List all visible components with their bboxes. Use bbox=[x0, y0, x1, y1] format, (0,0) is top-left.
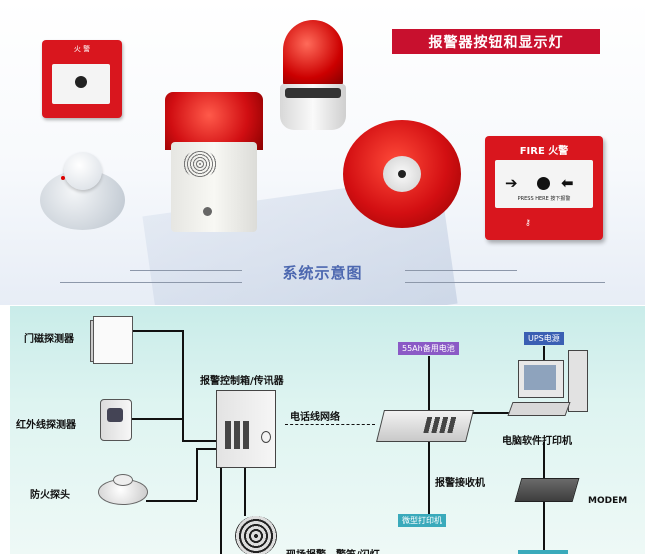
infrared-detector-icon bbox=[100, 399, 132, 441]
receiver-buttons bbox=[423, 417, 458, 433]
wire bbox=[130, 418, 182, 420]
control-box-icon bbox=[216, 390, 276, 468]
beacon-ring bbox=[285, 88, 341, 98]
fire-detector-label: 防火探头 bbox=[30, 490, 70, 501]
product-panel: 报警器按钮和显示灯 火 警 FIRE 火警 ➔ ⬅ PRESS HERE 按下报… bbox=[0, 0, 645, 305]
wire bbox=[428, 356, 430, 410]
wire bbox=[196, 448, 198, 500]
wire bbox=[543, 346, 545, 360]
wire bbox=[465, 412, 515, 414]
system-diagram: 门磁探测器 红外线探测器 防火探头 报警控制箱/传讯器 电话线网络 报警接收机 … bbox=[10, 306, 645, 554]
wire bbox=[244, 466, 246, 516]
siren-label: 现场报警、警笛/闪灯 bbox=[286, 546, 380, 554]
bottom-tag bbox=[518, 550, 568, 554]
call-point-large-sub: PRESS HERE 按下报警 bbox=[517, 196, 571, 202]
wire bbox=[196, 448, 216, 450]
fire-detector-icon bbox=[98, 474, 148, 505]
smoke-detector-cap bbox=[64, 152, 102, 190]
wire bbox=[543, 442, 545, 478]
door-sensor-label: 门磁探测器 bbox=[24, 334, 74, 345]
battery-tag: 55Ah备用电池 bbox=[398, 342, 459, 355]
sounder-hole bbox=[203, 207, 212, 216]
bell-center bbox=[383, 156, 421, 192]
wire bbox=[130, 330, 182, 332]
divider-line bbox=[405, 270, 517, 271]
siren-speaker-icon bbox=[235, 516, 277, 554]
receiver-icon bbox=[376, 410, 474, 442]
call-point-small-face bbox=[52, 64, 110, 104]
phone-line bbox=[285, 424, 375, 425]
lock-icon bbox=[261, 431, 271, 443]
section-title: 系统示意图 bbox=[282, 264, 363, 282]
call-point-button-icon bbox=[537, 177, 550, 190]
manual-call-point-small: 火 警 bbox=[42, 40, 122, 118]
pc-tower-icon bbox=[568, 350, 588, 412]
call-point-small-label: 火 警 bbox=[73, 45, 91, 53]
monitor-icon bbox=[518, 360, 564, 398]
smoke-detector-led-icon bbox=[61, 176, 65, 180]
call-point-large-face: ➔ ⬅ PRESS HERE 按下报警 bbox=[495, 160, 593, 208]
computer-label: 电脑软件打印机 bbox=[502, 436, 572, 447]
manual-call-point-large: FIRE 火警 ➔ ⬅ PRESS HERE 按下报警 ⚷ bbox=[485, 136, 603, 240]
wire bbox=[543, 500, 545, 554]
arrow-left-icon: ⬅ bbox=[561, 174, 574, 192]
printer-tag: 微型打印机 bbox=[398, 514, 446, 527]
ups-tag: UPS电源 bbox=[524, 332, 564, 345]
wire bbox=[428, 440, 430, 514]
sounder-strobe bbox=[165, 92, 263, 232]
warning-beacon bbox=[277, 20, 349, 130]
control-box-label: 报警控制箱/传讯器 bbox=[200, 376, 284, 387]
divider-line bbox=[130, 270, 242, 271]
wire bbox=[182, 330, 184, 440]
wire bbox=[146, 500, 197, 502]
receiver-label: 报警接收机 bbox=[435, 478, 485, 489]
fire-bell bbox=[343, 120, 461, 230]
call-point-button-icon bbox=[75, 76, 87, 88]
door-sensor-icon bbox=[93, 316, 133, 364]
modem-label: MODEM bbox=[588, 496, 628, 506]
keyboard-icon bbox=[507, 402, 571, 416]
ir-detector-label: 红外线探测器 bbox=[16, 420, 76, 431]
divider-line bbox=[60, 282, 242, 283]
speaker-grill-icon bbox=[183, 150, 217, 178]
keypad-icon bbox=[225, 421, 251, 449]
phone-network-label: 电话线网络 bbox=[290, 412, 340, 423]
arrow-right-icon: ➔ bbox=[505, 174, 518, 192]
divider-line bbox=[405, 282, 605, 283]
title-banner: 报警器按钮和显示灯 bbox=[392, 29, 600, 54]
call-point-large-header: FIRE 火警 bbox=[519, 146, 569, 157]
beacon-dome bbox=[283, 20, 343, 88]
strobe-lamp bbox=[165, 92, 263, 150]
wire bbox=[182, 440, 216, 442]
smoke-detector bbox=[40, 152, 125, 230]
modem-icon bbox=[514, 478, 580, 502]
key-icon: ⚷ bbox=[525, 218, 531, 227]
wire bbox=[220, 466, 222, 554]
